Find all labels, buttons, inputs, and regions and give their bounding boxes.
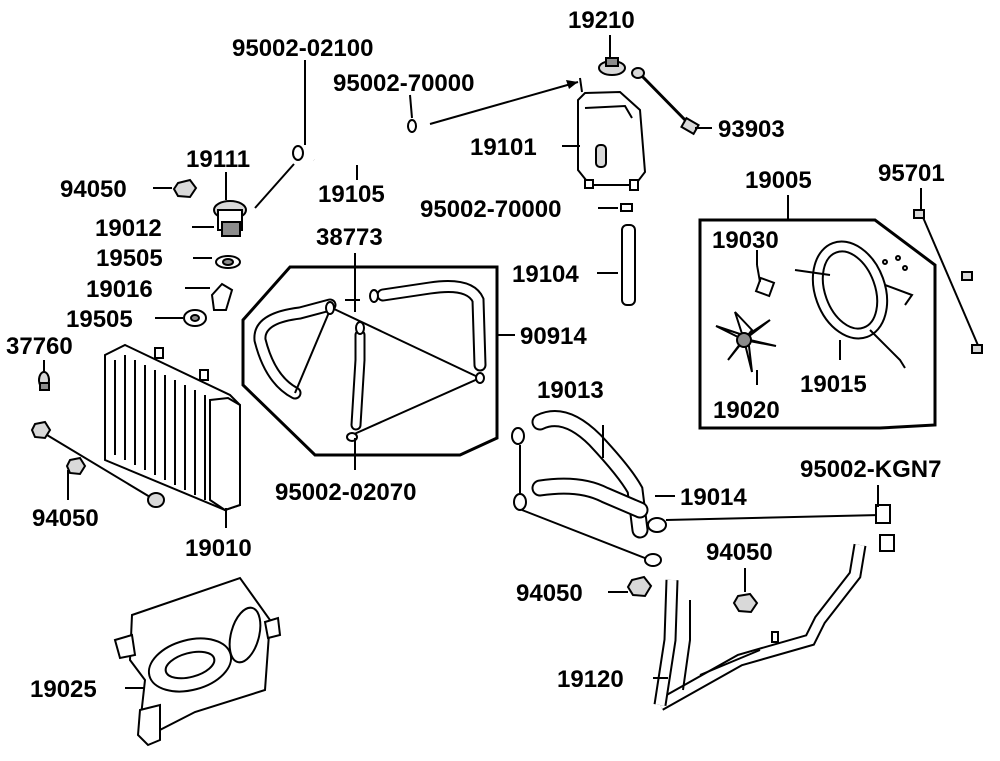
part-label-19030: 19030	[712, 227, 779, 254]
part-label-19111: 19111	[186, 146, 250, 173]
part-label-19012: 19012	[95, 215, 162, 242]
part-label-19014: 19014	[680, 484, 747, 511]
part-label-19005: 19005	[745, 167, 812, 194]
nut-94050-top	[172, 178, 198, 199]
reservoir-cap	[598, 57, 626, 76]
part-label-19105: 19105	[318, 181, 385, 208]
part-label-19010: 19010	[185, 535, 252, 562]
part-label-19505-bottom: 19505	[66, 306, 133, 333]
clamp-19505-top	[215, 255, 241, 269]
part-label-19210: 19210	[568, 7, 635, 34]
part-label-94050-bottom: 94050	[516, 580, 583, 607]
hose-clamp-small-top	[292, 119, 417, 161]
part-label-95002-70000-top: 95002-70000	[333, 70, 474, 97]
fan-shroud-19015	[794, 240, 914, 369]
part-label-90914: 90914	[520, 323, 587, 350]
part-label-94050-top: 94050	[60, 176, 127, 203]
clamp-19505-bottom	[183, 309, 207, 327]
part-label-95002-02100: 95002-02100	[232, 35, 373, 62]
part-label-19015: 19015	[800, 371, 867, 398]
part-label-19016: 19016	[86, 276, 153, 303]
water-pipe-19120	[653, 543, 867, 711]
reservoir-tank	[577, 77, 647, 191]
thermostat-housing	[213, 200, 247, 237]
radiator-bolt-line	[30, 420, 165, 508]
elbow-hose-19016	[210, 282, 234, 311]
breather-to-tank-arrow	[429, 81, 579, 125]
part-label-93903: 93903	[718, 116, 785, 143]
fan-motor	[754, 264, 776, 298]
part-label-19013: 19013	[537, 377, 604, 404]
pipe-clamps-19014	[511, 427, 895, 567]
fan-assembly-19005-box	[698, 218, 937, 430]
part-label-94050-right: 94050	[706, 539, 773, 566]
part-label-19120: 19120	[557, 666, 624, 693]
fan-blade	[715, 311, 777, 373]
part-label-37760: 37760	[6, 333, 73, 360]
hose-kit-contents	[253, 280, 487, 442]
radiator	[104, 343, 241, 512]
part-label-19505-top: 19505	[96, 245, 163, 272]
radiator-cover	[113, 576, 282, 747]
leader-lines	[43, 35, 922, 689]
hose-19104	[621, 224, 636, 306]
part-label-19104: 19104	[512, 261, 579, 288]
part-label-94050-left: 94050	[32, 505, 99, 532]
fan-bolt-95701	[913, 209, 983, 354]
hose-kit-90914-box	[241, 265, 499, 457]
drain-bolt-37760	[38, 371, 50, 391]
reservoir-bolt	[631, 67, 700, 136]
part-label-19020: 19020	[713, 397, 780, 424]
nut-94050-pipe	[626, 575, 759, 614]
part-label-95002-70000-mid: 95002-70000	[420, 196, 561, 223]
clamp-95002-70000-mid	[620, 203, 633, 212]
water-pipe-19013	[531, 410, 649, 539]
part-label-38773: 38773	[316, 224, 383, 251]
part-label-19101: 19101	[470, 134, 537, 161]
part-label-95701: 95701	[878, 160, 945, 187]
part-label-95002-02070: 95002-02070	[275, 479, 416, 506]
part-label-95002-KGN7: 95002-KGN7	[800, 456, 941, 483]
part-label-19025: 19025	[30, 676, 97, 703]
